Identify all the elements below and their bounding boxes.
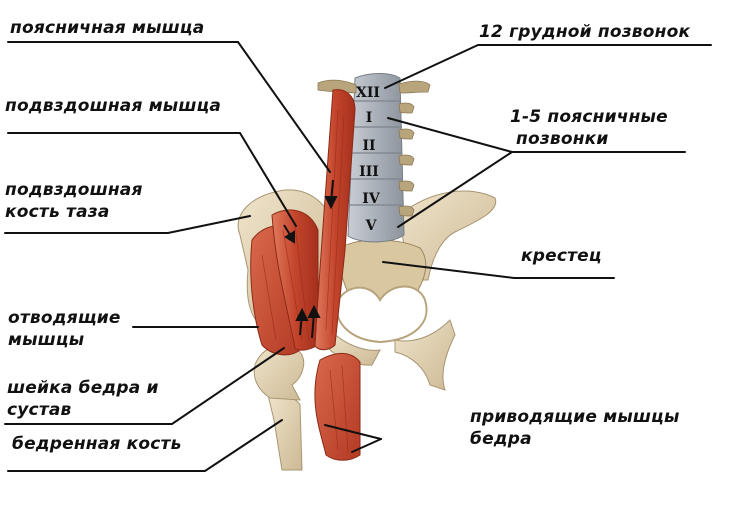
label-iliacus: подвздошная мышца bbox=[5, 96, 222, 116]
leader-adductors-a bbox=[324, 424, 382, 440]
vertebra-label-l2: II bbox=[362, 138, 375, 154]
vertebra-label-l4: IV bbox=[362, 191, 381, 207]
vertebra-label-l1: I bbox=[366, 110, 373, 126]
leader-lumbar-b bbox=[397, 151, 513, 228]
transverse-processes bbox=[317, 79, 431, 217]
label-lumbar-line2: позвонки bbox=[516, 129, 609, 149]
label-abductors-line1: отводящие bbox=[8, 308, 121, 328]
label-abductors-line2: мышцы bbox=[8, 330, 85, 350]
leader-iliacus bbox=[7, 132, 297, 227]
label-ilium-line1: подвздошная bbox=[5, 180, 143, 200]
psoas-muscle bbox=[314, 89, 356, 351]
label-femur: бедренная кость bbox=[12, 434, 182, 454]
leader-adductors-b bbox=[351, 438, 382, 453]
iliacus-muscle bbox=[271, 209, 319, 351]
pelvic-inlet bbox=[335, 285, 428, 344]
lumbar-spine bbox=[347, 73, 405, 243]
pubis-right bbox=[394, 319, 456, 391]
label-ilium-line2: кость таза bbox=[5, 202, 110, 222]
intervertebral-discs bbox=[349, 100, 403, 206]
label-adductors-line2: бедра bbox=[470, 429, 532, 449]
leader-lines bbox=[4, 41, 712, 472]
leader-neck bbox=[4, 347, 285, 425]
label-lumbar-line1: 1-5 поясничные bbox=[510, 107, 668, 127]
force-arrows bbox=[283, 179, 338, 339]
leader-ilium bbox=[4, 215, 251, 234]
label-t12: 12 грудной позвонок bbox=[479, 22, 691, 42]
label-neck-line2: сустав bbox=[7, 400, 72, 420]
label-psoas: поясничная мышца bbox=[10, 18, 205, 38]
leader-femur bbox=[7, 419, 283, 472]
leader-sacrum bbox=[382, 261, 615, 279]
vertebra-label-l5: V bbox=[365, 218, 378, 234]
label-adductors-line1: приводящие мышцы bbox=[470, 407, 680, 427]
label-sacrum: крестец bbox=[521, 246, 602, 266]
adductor-muscles bbox=[314, 353, 361, 461]
label-neck-line1: шейка бедра и bbox=[7, 378, 159, 398]
leader-t12 bbox=[384, 44, 712, 89]
muscle-fibres bbox=[261, 109, 349, 453]
leader-psoas bbox=[7, 41, 331, 173]
femur-shaft bbox=[267, 393, 303, 471]
vertebra-label-l3: III bbox=[359, 164, 379, 180]
vertebra-label-xii: XII bbox=[356, 85, 380, 101]
